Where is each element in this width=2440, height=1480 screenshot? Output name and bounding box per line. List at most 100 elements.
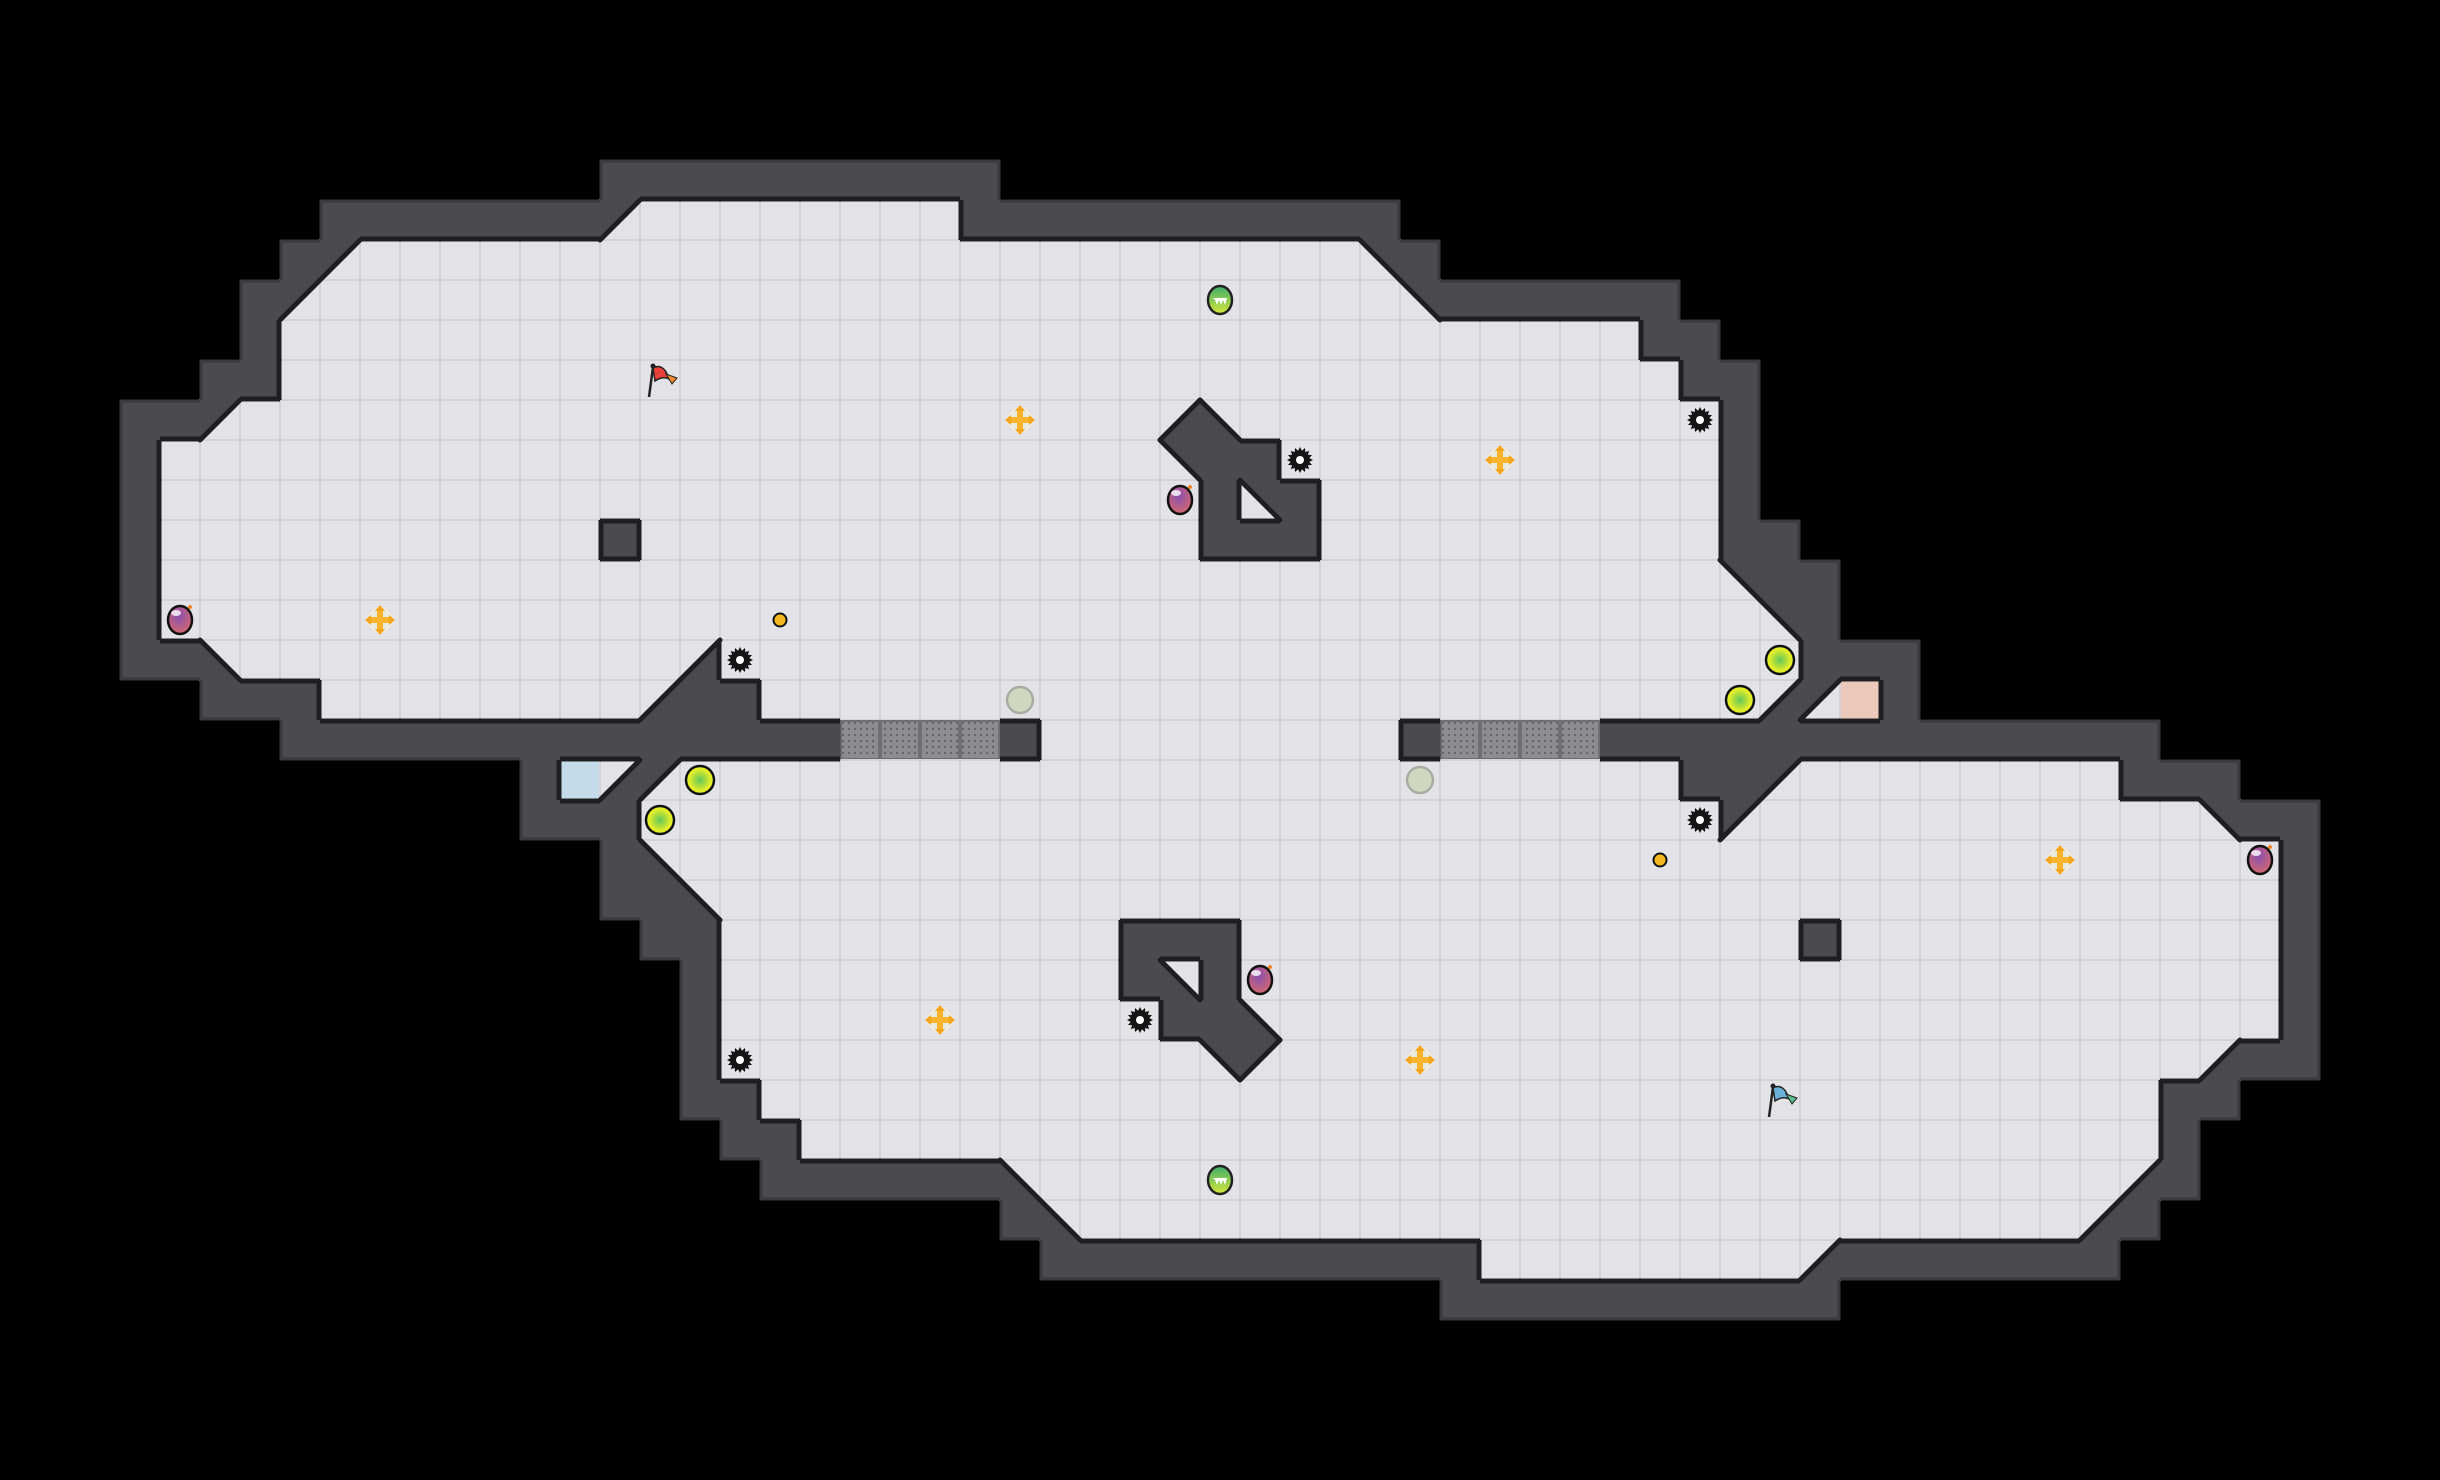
wall-tile bbox=[680, 1000, 721, 1041]
floor-tile bbox=[1479, 759, 1521, 801]
wall-tile bbox=[720, 1120, 761, 1161]
floor-tile bbox=[1719, 919, 1761, 961]
wall-tile bbox=[1720, 760, 1761, 801]
floor-tile bbox=[1199, 719, 1241, 761]
floor-tile bbox=[599, 479, 641, 521]
floor-tile bbox=[1919, 999, 1961, 1041]
floor-tile bbox=[239, 639, 281, 681]
floor-tile bbox=[1719, 1119, 1761, 1161]
wall-edge bbox=[1797, 1237, 1843, 1283]
floor-tile bbox=[679, 599, 721, 641]
floor-tile bbox=[879, 399, 921, 441]
floor-tile bbox=[1839, 879, 1881, 921]
floor-tile bbox=[799, 479, 841, 521]
wall-tile bbox=[1920, 720, 1961, 761]
floor-tile bbox=[1559, 519, 1601, 561]
floor-tile bbox=[1399, 559, 1441, 601]
floor-tile bbox=[959, 399, 1001, 441]
wall-tile bbox=[1360, 200, 1401, 241]
floor-tile bbox=[2079, 959, 2121, 1001]
floor-tile bbox=[1159, 519, 1201, 561]
floor-tile bbox=[1319, 759, 1361, 801]
red-team-tile bbox=[1839, 679, 1881, 721]
floor-tile bbox=[1399, 599, 1441, 641]
floor-tile bbox=[1159, 759, 1201, 801]
floor-tile bbox=[1079, 719, 1121, 761]
wall-tile bbox=[240, 680, 281, 721]
floor-tile bbox=[1319, 359, 1361, 401]
floor-tile bbox=[1079, 1199, 1121, 1241]
floor-tile bbox=[2199, 839, 2241, 881]
floor-tile bbox=[479, 559, 521, 601]
floor-tile bbox=[999, 359, 1041, 401]
floor-tile bbox=[959, 679, 1001, 721]
floor-tile bbox=[1919, 1199, 1961, 1241]
floor-tile bbox=[759, 559, 801, 601]
wall-tile bbox=[200, 680, 241, 721]
floor-tile bbox=[1959, 759, 2001, 801]
wall-tile bbox=[440, 200, 481, 241]
floor-tile bbox=[879, 959, 921, 1001]
red-flag-icon bbox=[647, 363, 678, 398]
floor-tile bbox=[1079, 399, 1121, 441]
floor-tile bbox=[1319, 1079, 1361, 1121]
floor-tile bbox=[319, 399, 361, 441]
floor-tile bbox=[719, 559, 761, 601]
floor-tile bbox=[1599, 359, 1641, 401]
floor-tile bbox=[1839, 999, 1881, 1041]
wall-tile bbox=[880, 1160, 921, 1201]
floor-tile bbox=[1959, 919, 2001, 961]
floor-tile bbox=[1039, 439, 1081, 481]
wall-tile bbox=[1680, 1280, 1721, 1321]
wall-tile bbox=[440, 720, 481, 761]
floor-tile bbox=[159, 439, 201, 481]
floor-tile bbox=[1959, 1199, 2001, 1241]
floor-tile bbox=[679, 319, 721, 361]
floor-tile bbox=[399, 279, 441, 321]
floor-tile bbox=[679, 519, 721, 561]
bomb-fuse bbox=[1188, 485, 1192, 489]
wall-tile bbox=[1840, 1240, 1881, 1281]
wall-edge bbox=[637, 677, 683, 723]
coin-icon bbox=[772, 612, 788, 628]
floor-tile bbox=[639, 239, 681, 281]
floor-tile bbox=[1279, 319, 1321, 361]
wall-tile bbox=[2160, 1080, 2201, 1121]
wall-tile bbox=[120, 560, 161, 601]
floor-tile bbox=[919, 799, 961, 841]
floor-tile bbox=[1079, 319, 1121, 361]
wall-tile bbox=[800, 720, 841, 761]
wall-tile bbox=[1280, 480, 1321, 521]
floor-tile bbox=[1079, 839, 1121, 881]
floor-tile bbox=[1119, 1079, 1161, 1121]
wall-tile bbox=[1720, 360, 1761, 401]
floor-tile bbox=[799, 879, 841, 921]
floor-tile bbox=[959, 759, 1001, 801]
floor-tile bbox=[2199, 919, 2241, 961]
floor-tile bbox=[1079, 279, 1121, 321]
wall-tile bbox=[1040, 1240, 1081, 1281]
yellow-ball-body bbox=[1724, 684, 1756, 716]
wall-tile bbox=[1200, 960, 1241, 1001]
floor-tile bbox=[1479, 639, 1521, 681]
floor-tile bbox=[519, 519, 561, 561]
floor-tile bbox=[1039, 359, 1081, 401]
spike-hole bbox=[1696, 416, 1704, 424]
floor-tile bbox=[999, 239, 1041, 281]
floor-tile bbox=[599, 399, 641, 441]
floor-tile bbox=[679, 479, 721, 521]
floor-tile bbox=[1159, 279, 1201, 321]
wall-tile bbox=[880, 160, 921, 201]
floor-tile bbox=[999, 1039, 1041, 1081]
floor-tile bbox=[1079, 1079, 1121, 1121]
wall-tile bbox=[960, 200, 1001, 241]
wall-tile bbox=[600, 160, 641, 201]
spike-hole bbox=[1296, 456, 1304, 464]
floor-tile bbox=[639, 559, 681, 601]
floor-tile bbox=[1479, 799, 1521, 841]
floor-tile bbox=[599, 279, 641, 321]
wall-edge bbox=[1197, 397, 1243, 443]
floor-tile bbox=[1439, 319, 1481, 361]
floor-tile bbox=[839, 639, 881, 681]
floor-tile bbox=[559, 239, 601, 281]
